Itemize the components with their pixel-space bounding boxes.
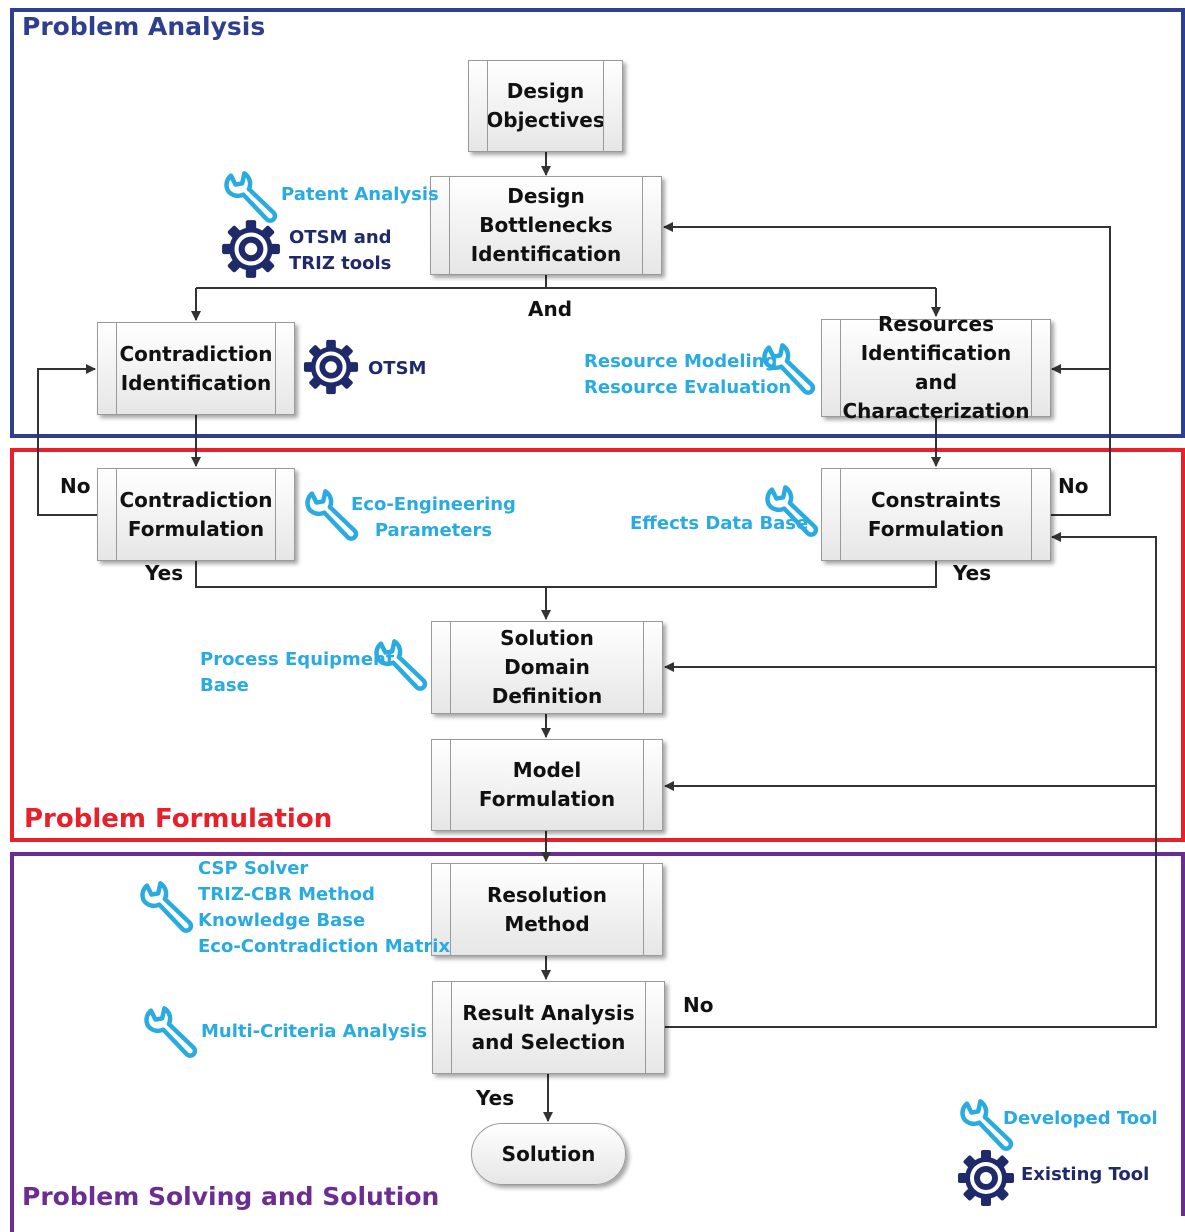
- tool-line: Knowledge Base: [198, 910, 366, 931]
- legend-developed-label: Developed Tool: [1003, 1108, 1158, 1129]
- section-title-analysis: Problem Analysis: [22, 12, 266, 41]
- effects-db-label: Effects Data Base: [630, 513, 809, 534]
- tool-line: Resource Modeling: [584, 351, 778, 372]
- wrench-icon: [762, 343, 816, 395]
- node-line: Identification: [470, 242, 622, 266]
- section-title-formulation: Problem Formulation: [24, 804, 333, 834]
- solution-terminal: Solution: [471, 1123, 626, 1185]
- node-line: Identification and: [860, 341, 1012, 394]
- section-title-solving: Problem Solving and Solution: [22, 1182, 440, 1211]
- node-line: Definition: [491, 684, 603, 708]
- node-line: Characterization: [842, 399, 1030, 423]
- problem-solving-frame: [10, 852, 1182, 1232]
- yes-label-right: Yes: [953, 561, 992, 585]
- gear-icon: [222, 220, 280, 278]
- node-line: Resources: [877, 312, 995, 336]
- no-label-result: No: [683, 993, 714, 1017]
- no-label-right: No: [1058, 474, 1089, 498]
- node-line: Formulation: [127, 516, 265, 541]
- tool-line: TRIZ-CBR Method: [198, 884, 375, 905]
- node-line: Contradiction: [119, 341, 273, 366]
- node-line: Method: [504, 911, 590, 936]
- node-line: Resolution: [486, 882, 608, 907]
- otsm-label: OTSM: [368, 358, 427, 379]
- problem-analysis-frame: [10, 8, 1182, 438]
- wrench-icon: [960, 1099, 1014, 1151]
- wrench-icon: [374, 639, 428, 691]
- node-line: Constraints: [870, 487, 1002, 512]
- node-line: Result Analysis: [462, 1000, 635, 1025]
- node-line: Formulation: [478, 787, 616, 811]
- tool-line: CSP Solver: [198, 858, 309, 879]
- node-line: Identification: [120, 370, 272, 395]
- multi-criteria-label: Multi-Criteria Analysis: [201, 1021, 428, 1042]
- wrench-icon: [765, 485, 819, 537]
- tool-line: OTSM and: [289, 227, 392, 248]
- node-line: Solution Domain: [500, 626, 594, 679]
- node-line: Objectives: [486, 108, 605, 132]
- and-label: And: [528, 297, 573, 321]
- node-line: Design: [506, 79, 585, 103]
- tool-line: Eco-Contradiction Matrix: [198, 936, 451, 957]
- wrench-icon: [144, 1006, 198, 1058]
- tool-line: Resource Evaluation: [584, 377, 792, 398]
- node-line: Formulation: [867, 516, 1005, 541]
- gear-icon: [303, 339, 359, 395]
- node-line: Design: [507, 184, 585, 208]
- yes-label-left: Yes: [145, 561, 184, 585]
- resolution-tools-label: CSP Solver TRIZ-CBR Method Knowledge Bas…: [198, 856, 450, 960]
- node-line: Bottlenecks: [479, 213, 613, 237]
- no-label-left: No: [60, 474, 91, 498]
- tool-line: Process Equipment: [200, 649, 395, 670]
- gear-icon: [958, 1150, 1014, 1206]
- problem-formulation-frame: [10, 448, 1182, 842]
- tool-line: Parameters: [374, 520, 493, 541]
- patent-analysis-label: Patent Analysis: [281, 184, 439, 205]
- node-line: Contradiction: [119, 487, 273, 512]
- tool-line: Eco-Engineering: [351, 494, 516, 515]
- node-line: and Selection: [471, 1029, 626, 1054]
- wrench-icon: [140, 881, 194, 933]
- yes-label-result: Yes: [476, 1086, 515, 1110]
- node-line: Model: [512, 758, 582, 782]
- tool-line: TRIZ tools: [289, 253, 392, 274]
- wrench-icon: [305, 489, 359, 541]
- legend-existing-label: Existing Tool: [1021, 1164, 1150, 1185]
- wrench-icon: [224, 171, 278, 223]
- result-analysis-box: Result Analysis and Selection: [432, 981, 665, 1074]
- tool-line: Base: [200, 675, 249, 696]
